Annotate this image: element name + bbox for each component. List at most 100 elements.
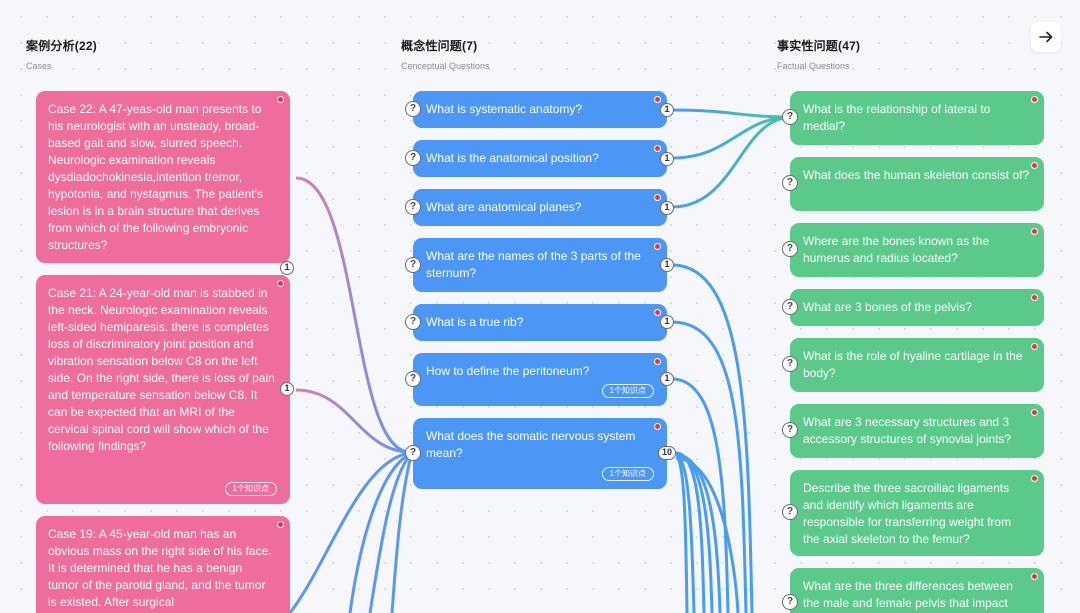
fact-card-text: Where are the bones known as the humerus… bbox=[803, 234, 990, 265]
knowledge-point-tag[interactable]: 1个知识点 bbox=[601, 467, 654, 481]
link-case19-somatic-c bbox=[368, 454, 412, 613]
link-count-badge[interactable]: 1 bbox=[660, 258, 674, 272]
link-count-badge[interactable]: 1 bbox=[660, 372, 674, 386]
link-planes-lateral bbox=[671, 115, 791, 209]
link-sternum-down bbox=[671, 263, 754, 613]
question-icon: ? bbox=[405, 371, 421, 387]
fact-card-hyaline-cartilage[interactable]: What is the role of hyaline cartilage in… bbox=[782, 338, 1044, 392]
concept-card-text: What are anatomical planes? bbox=[426, 200, 582, 214]
conceptual-column-subtitle: Cenceptual Questions bbox=[401, 61, 490, 71]
conceptual-column-title: 概念性问题(7) bbox=[401, 39, 478, 53]
concept-card-sternum[interactable]: What are the names of the 3 parts of the… bbox=[405, 238, 674, 292]
concept-card-text: What does the somatic nervous system mea… bbox=[426, 429, 636, 460]
question-icon: ? bbox=[782, 422, 798, 438]
link-position-lateral bbox=[671, 115, 791, 160]
link-somatic-down-d bbox=[675, 454, 696, 613]
unread-dot bbox=[654, 358, 661, 365]
link-count-badge[interactable]: 1 bbox=[280, 261, 294, 275]
question-icon: ? bbox=[782, 504, 798, 520]
unread-dot bbox=[1031, 294, 1038, 301]
link-somatic-down-a bbox=[675, 451, 706, 613]
knowledge-point-tag[interactable]: 1个知识点 bbox=[224, 482, 277, 496]
fact-card-sacroiliac-ligaments[interactable]: Describe the three sacroiliac ligaments … bbox=[782, 470, 1044, 556]
case-card-19[interactable]: Case 19: A 45-year-old man has an obviou… bbox=[36, 516, 290, 613]
fact-card-lateral-medial[interactable]: What is the relationship of lateral to m… bbox=[782, 91, 1044, 145]
link-truerib-down bbox=[671, 320, 748, 613]
unread-dot bbox=[1031, 573, 1038, 580]
question-icon: ? bbox=[405, 199, 421, 215]
link-count-badge[interactable]: 10 bbox=[658, 446, 676, 460]
concept-card-peritoneum[interactable]: How to define the peritoneum? ? 1 1个知识点 bbox=[405, 353, 674, 406]
unread-dot bbox=[654, 96, 661, 103]
unread-dot bbox=[277, 521, 284, 528]
question-icon: ? bbox=[405, 314, 421, 330]
concept-card-anatomical-position[interactable]: What is the anatomical position? ? 1 bbox=[405, 140, 674, 177]
question-icon: ? bbox=[405, 150, 421, 166]
unread-dot bbox=[1031, 96, 1038, 103]
knowledge-point-tag[interactable]: 1个知识点 bbox=[601, 384, 654, 398]
concept-card-somatic-nervous-system[interactable]: What does the somatic nervous system mea… bbox=[405, 418, 676, 489]
unread-dot bbox=[277, 96, 284, 103]
unread-dot bbox=[1031, 228, 1038, 235]
case-card-21[interactable]: Case 21: A 24-year-old man is stabbed in… bbox=[36, 275, 294, 504]
question-icon: ? bbox=[782, 299, 798, 315]
link-peritoneum-down bbox=[671, 377, 730, 613]
concept-card-true-rib[interactable]: What is a true rib? ? 1 bbox=[405, 304, 674, 341]
concept-card-text: How to define the peritoneum? bbox=[426, 364, 590, 378]
case-card-text: Case 21: A 24-year-old man is stabbed in… bbox=[48, 286, 275, 453]
unread-dot bbox=[1031, 162, 1038, 169]
fact-card-text: What are 3 necessary structures and 3 ac… bbox=[803, 415, 1012, 446]
link-case19-somatic-d bbox=[390, 455, 413, 613]
concept-card-text: What is a true rib? bbox=[426, 315, 524, 329]
link-count-badge[interactable]: 1 bbox=[660, 152, 674, 166]
unread-dot bbox=[1031, 409, 1038, 416]
question-icon: ? bbox=[405, 257, 421, 273]
concept-card-systematic-anatomy[interactable]: What is systematic anatomy? ? 1 bbox=[405, 91, 674, 128]
link-somatic-down-b bbox=[675, 452, 714, 613]
fact-card-text: Describe the three sacroiliac ligaments … bbox=[803, 481, 1012, 546]
concept-card-text: What are the names of the 3 parts of the… bbox=[426, 249, 641, 280]
question-icon: ? bbox=[405, 101, 421, 117]
link-systematic-lateral bbox=[671, 108, 791, 119]
factual-column-title: 事实性问题(47) bbox=[777, 39, 861, 53]
fact-card-text: What is the role of hyaline cartilage in… bbox=[803, 349, 1023, 380]
factual-column-header: 事实性问题(47) Factual Questions bbox=[777, 37, 860, 71]
fact-card-text: What does the human skeleton consist of? bbox=[803, 168, 1030, 182]
link-somatic-down-f bbox=[675, 456, 740, 613]
question-icon: ? bbox=[405, 445, 421, 461]
case-card-text: Case 19: A 45-year-old man has an obviou… bbox=[48, 527, 272, 609]
cases-column-header: 案例分析(22) Cases bbox=[26, 37, 97, 71]
link-somatic-down-c bbox=[675, 453, 722, 613]
link-case21-somatic bbox=[295, 388, 411, 454]
case-card-text: Case 22: A 47-yeas-old man presents to h… bbox=[48, 102, 263, 252]
fact-card-pelvis-differences[interactable]: What are the three differences between t… bbox=[782, 568, 1044, 613]
unread-dot bbox=[654, 194, 661, 201]
question-icon: ? bbox=[782, 241, 798, 257]
case-card-22[interactable]: Case 22: A 47-yeas-old man presents to h… bbox=[36, 91, 294, 275]
fact-card-pelvis-bones[interactable]: What are 3 bones of the pelvis? ? bbox=[782, 289, 1044, 326]
factual-column-subtitle: Factual Questions bbox=[777, 61, 850, 71]
link-count-badge[interactable]: 1 bbox=[280, 382, 294, 396]
fact-card-synovial-joints[interactable]: What are 3 necessary structures and 3 ac… bbox=[782, 404, 1044, 458]
concept-card-text: What is the anatomical position? bbox=[426, 151, 599, 165]
concept-card-anatomical-planes[interactable]: What are anatomical planes? ? 1 bbox=[405, 189, 674, 226]
unread-dot bbox=[654, 145, 661, 152]
question-icon: ? bbox=[782, 356, 798, 372]
unread-dot bbox=[277, 280, 284, 287]
link-count-badge[interactable]: 1 bbox=[660, 103, 674, 117]
concept-card-text: What is systematic anatomy? bbox=[426, 102, 583, 116]
link-case19-somatic-a bbox=[288, 451, 411, 613]
cases-column-title: 案例分析(22) bbox=[26, 39, 97, 53]
question-icon: ? bbox=[782, 175, 798, 191]
link-count-badge[interactable]: 1 bbox=[660, 201, 674, 215]
link-case22-somatic bbox=[295, 176, 411, 454]
fact-card-text: What is the relationship of lateral to m… bbox=[803, 102, 991, 133]
next-arrow-button[interactable] bbox=[1031, 22, 1061, 52]
fact-card-human-skeleton[interactable]: What does the human skeleton consist of?… bbox=[782, 157, 1044, 211]
arrow-right-icon bbox=[1039, 31, 1053, 43]
conceptual-column-header: 概念性问题(7) Cenceptual Questions bbox=[401, 37, 490, 71]
fact-card-humerus-radius[interactable]: Where are the bones known as the humerus… bbox=[782, 223, 1044, 277]
link-count-badge[interactable]: 1 bbox=[660, 315, 674, 329]
question-icon: ? bbox=[782, 594, 798, 610]
cases-column-subtitle: Cases bbox=[26, 61, 52, 71]
